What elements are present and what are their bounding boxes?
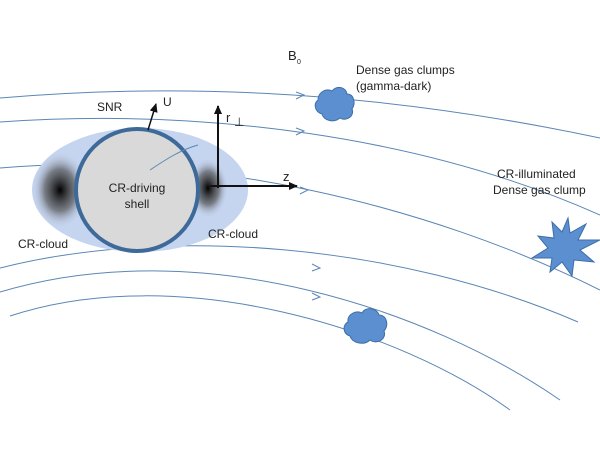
cr-driving-shell: [74, 127, 200, 253]
u-label: U: [163, 95, 172, 109]
field-arrow-1: [295, 91, 306, 100]
u-velocity-arrow: [147, 103, 158, 131]
shell-field-line: [149, 144, 199, 171]
z-label: z: [283, 169, 290, 184]
r-perp-subscript: ⊥: [234, 115, 244, 129]
illuminated-label-line2: Dense gas clump: [493, 183, 586, 197]
dense-clump-bottom: [343, 308, 388, 344]
cr-cloud-core-left: [32, 152, 88, 228]
illuminated-label-line1: CR-illuminated: [497, 167, 576, 181]
cr-cloud-label-right: CR-cloud: [208, 227, 258, 241]
shell-label-line1: CR-driving: [109, 181, 166, 195]
field-arrow-5: [311, 292, 322, 301]
field-line-6: [9, 295, 511, 411]
field-line-4: [0, 245, 579, 323]
field-line-5: [0, 270, 561, 401]
shell-label-line2: shell: [125, 197, 150, 211]
dense-clumps-dark: [314, 86, 388, 344]
dense-clump-top: [314, 86, 355, 122]
b0-label: B: [288, 48, 297, 63]
cr-cloud-label-left: CR-cloud: [18, 237, 68, 251]
field-line-1: [0, 90, 600, 139]
field-arrow-4: [311, 263, 322, 272]
field-arrow-3: [299, 186, 310, 195]
b0-subscript: 0: [297, 59, 301, 66]
cr-illuminated-clump: [530, 216, 600, 278]
dense-clumps-label-line1: Dense gas clumps: [356, 63, 455, 77]
r-perp-label: r: [226, 110, 231, 125]
coordinate-axes: [210, 105, 298, 190]
field-arrow-2: [295, 127, 306, 136]
dense-clumps-label-line2: (gamma-dark): [356, 79, 431, 93]
snr-label: SNR: [97, 100, 123, 114]
field-line-2: [0, 117, 600, 216]
